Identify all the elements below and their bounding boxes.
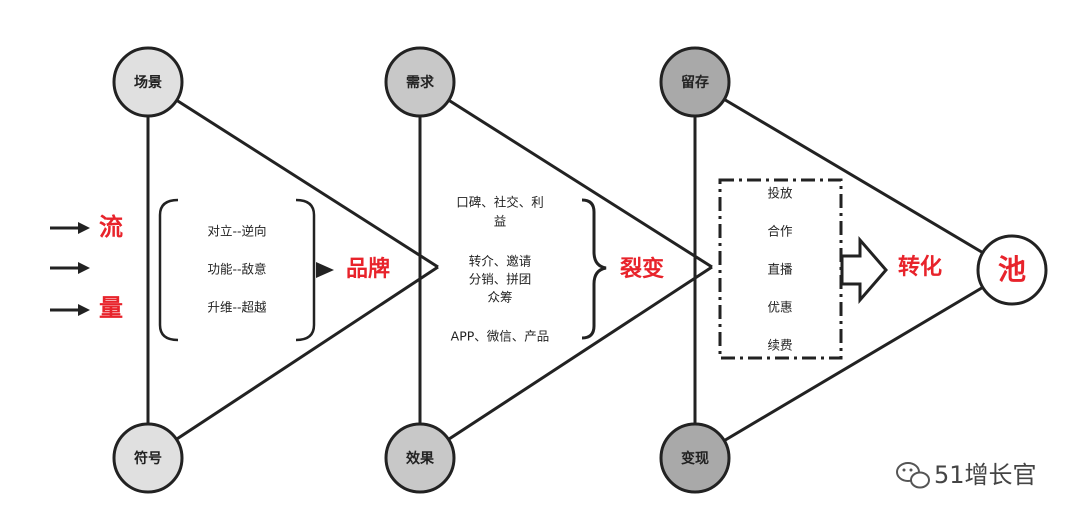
triangle-fission [418,80,713,460]
curly-brace-icon [581,198,607,340]
conversion-item: 续费 [767,338,792,353]
brand-item: 升维--超越 [207,300,267,315]
brand-item: 对立--逆向 [207,224,266,239]
fission-item: 众筹 [487,290,512,305]
node-retention: 留存 [659,46,731,118]
result-brand: 品牌 [346,256,390,282]
node-effect-label: 效果 [406,450,435,467]
fission-item: 分销、拼团 [469,272,532,287]
result-conversion: 转化 [898,254,942,280]
conversion-item: 优惠 [767,300,792,315]
label-flow-top: 流 [99,213,123,241]
conversion-item: 直播 [767,262,793,277]
node-effect: 效果 [384,422,456,494]
node-symbol: 符号 [112,422,184,494]
fission-item: APP、微信、产品 [451,329,550,344]
node-pool: 池 [976,234,1048,306]
conversion-item: 投放 [767,186,793,201]
node-demand: 需求 [384,46,456,118]
fission-item: 口碑、社交、利 [456,195,544,210]
node-monetize-label: 变现 [681,450,709,467]
hollow-arrow-icon [840,235,888,305]
node-scene: 场景 [112,46,184,118]
right-bracket [295,198,316,342]
node-symbol-label: 符号 [133,450,162,467]
node-retention-label: 留存 [681,74,709,91]
node-demand-label: 需求 [406,74,435,91]
fission-item: 转介、邀请 [469,254,532,269]
arrow-right-icon [50,222,90,234]
triangle-pointer-icon [316,262,334,278]
left-bracket [158,198,179,342]
wechat-icon [896,462,930,489]
dashed-box [718,178,843,360]
triangle-brand [146,80,439,460]
result-fission: 裂变 [620,256,664,282]
node-monetize: 变现 [659,422,731,494]
watermark-text: 51增长官 [934,461,1037,489]
conversion-item: 合作 [767,224,793,239]
triangle-conversion [693,80,1013,460]
fission-item: 益 [494,214,507,229]
brand-item: 功能--敌意 [207,262,266,277]
arrow-right-icon [50,304,90,316]
arrow-right-icon [50,262,90,274]
node-pool-label: 池 [998,253,1026,286]
node-scene-label: 场景 [134,75,162,91]
label-flow-bottom: 量 [99,294,123,322]
